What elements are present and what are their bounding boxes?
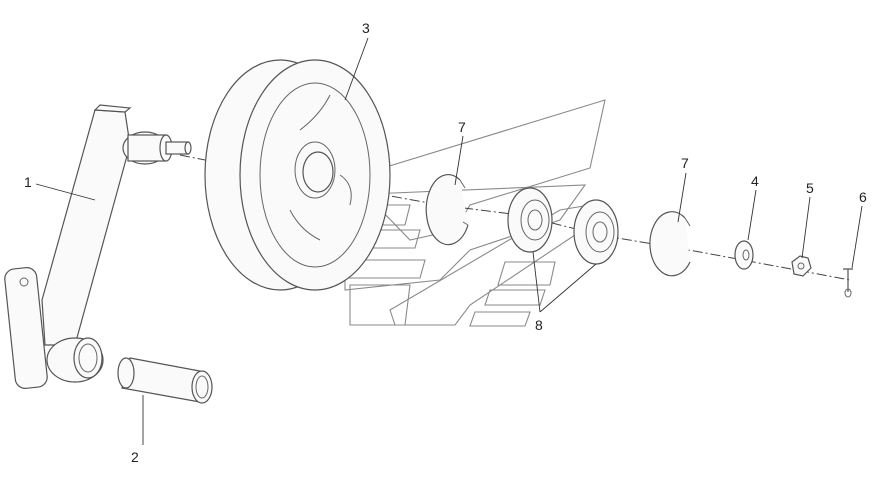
- cotter-pin-icon: [843, 268, 853, 298]
- leader-lines: [35, 37, 863, 445]
- retaining-ring-icon: [425, 173, 469, 246]
- bearing-icon: [507, 187, 619, 265]
- callout-3: 3: [362, 20, 370, 36]
- castle-nut-icon: [791, 255, 812, 277]
- retaining-ring-icon: [649, 211, 691, 277]
- callout-6: 6: [859, 189, 867, 205]
- crank-arm-icon: [4, 104, 192, 389]
- callout-7-left: 7: [458, 119, 466, 135]
- callout-4: 4: [751, 173, 759, 189]
- pulley-wheel-icon: [204, 59, 391, 291]
- callout-1: 1: [24, 174, 32, 190]
- callout-2: 2: [131, 449, 139, 465]
- washer-icon: [734, 240, 754, 270]
- callout-5: 5: [806, 180, 814, 196]
- callout-7-right: 7: [681, 155, 689, 171]
- watermark-logo: [324, 99, 606, 327]
- callout-labels: 1 2 3 7 7 4 5 6 8: [24, 20, 867, 465]
- callout-8: 8: [535, 317, 543, 333]
- bushing-icon: [117, 357, 213, 404]
